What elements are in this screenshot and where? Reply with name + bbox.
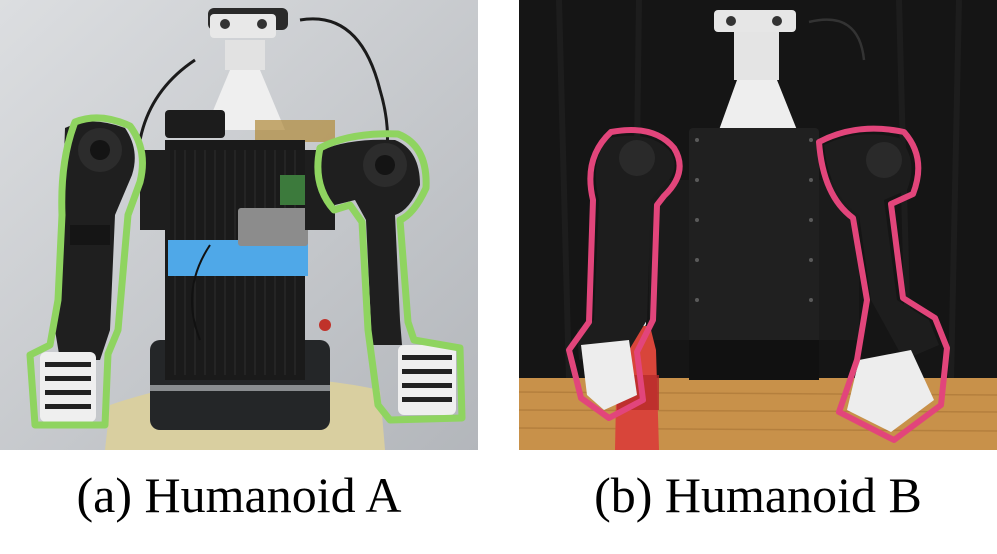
right-arm xyxy=(824,134,939,432)
right-arm xyxy=(321,139,456,415)
left-arm xyxy=(40,121,135,422)
humanoid-a-illustration xyxy=(0,0,478,450)
right-arm-outline xyxy=(816,125,950,443)
photo-humanoid-a xyxy=(0,0,478,450)
caption-humanoid-a: (a) Humanoid A xyxy=(76,467,402,523)
humanoid-b-illustration xyxy=(519,0,997,450)
left-arm-outline xyxy=(566,127,683,421)
left-arm xyxy=(577,135,675,410)
head-camera xyxy=(714,10,796,32)
torso xyxy=(689,128,819,348)
photo-humanoid-b xyxy=(519,0,997,450)
caption-humanoid-b: (b) Humanoid B xyxy=(594,467,922,523)
left-arm-outline xyxy=(26,114,146,429)
torso-module xyxy=(238,208,308,246)
right-hand xyxy=(847,350,934,432)
neck-mount xyxy=(719,80,797,130)
right-arm-outline xyxy=(314,130,466,424)
left-hand xyxy=(581,340,637,410)
